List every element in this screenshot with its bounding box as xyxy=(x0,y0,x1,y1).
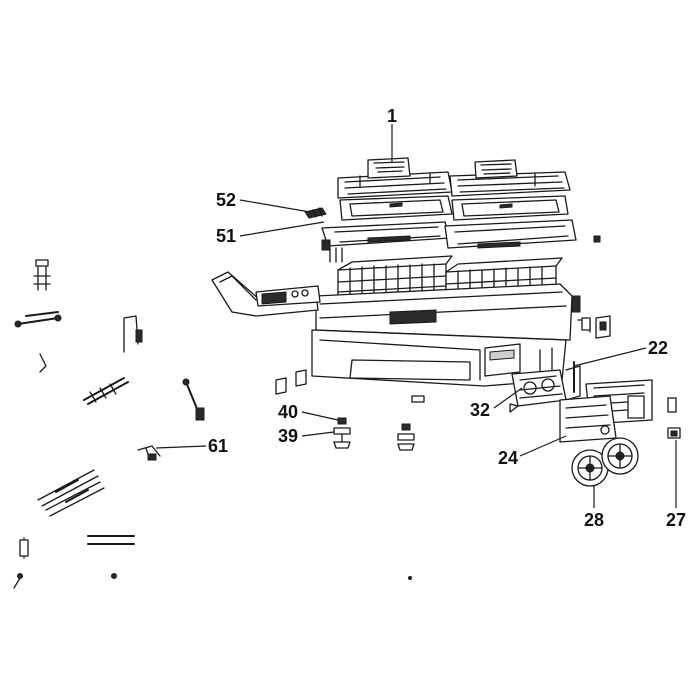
leader-lines xyxy=(155,124,677,508)
callout-39: 39 xyxy=(278,426,298,446)
part-wheels xyxy=(571,425,639,487)
part-lid-base xyxy=(321,219,577,263)
callout-40: 40 xyxy=(278,402,298,422)
part-top-lid-right xyxy=(449,159,571,197)
callout-27: 27 xyxy=(666,510,686,530)
callout-24: 24 xyxy=(498,448,518,468)
part-side-latches xyxy=(581,235,611,339)
part-top-lid-left xyxy=(337,157,453,199)
callout-22: 22 xyxy=(648,338,668,358)
part-feet xyxy=(275,369,425,451)
part-lid-frame xyxy=(339,195,569,221)
part-telescopic-handle xyxy=(211,271,321,317)
callout-labels: 1 52 51 22 32 40 39 61 24 28 27 xyxy=(208,106,686,530)
part-left-small-parts xyxy=(14,259,205,461)
callout-32: 32 xyxy=(470,400,490,420)
part-cable-set xyxy=(13,469,412,589)
callout-51: 51 xyxy=(216,226,236,246)
part-hinge-clip xyxy=(304,207,327,219)
callout-28: 28 xyxy=(584,510,604,530)
part-main-body xyxy=(311,283,591,387)
callout-61: 61 xyxy=(208,436,228,456)
callout-52: 52 xyxy=(216,190,236,210)
part-connector xyxy=(667,397,681,439)
callout-1: 1 xyxy=(387,106,397,126)
